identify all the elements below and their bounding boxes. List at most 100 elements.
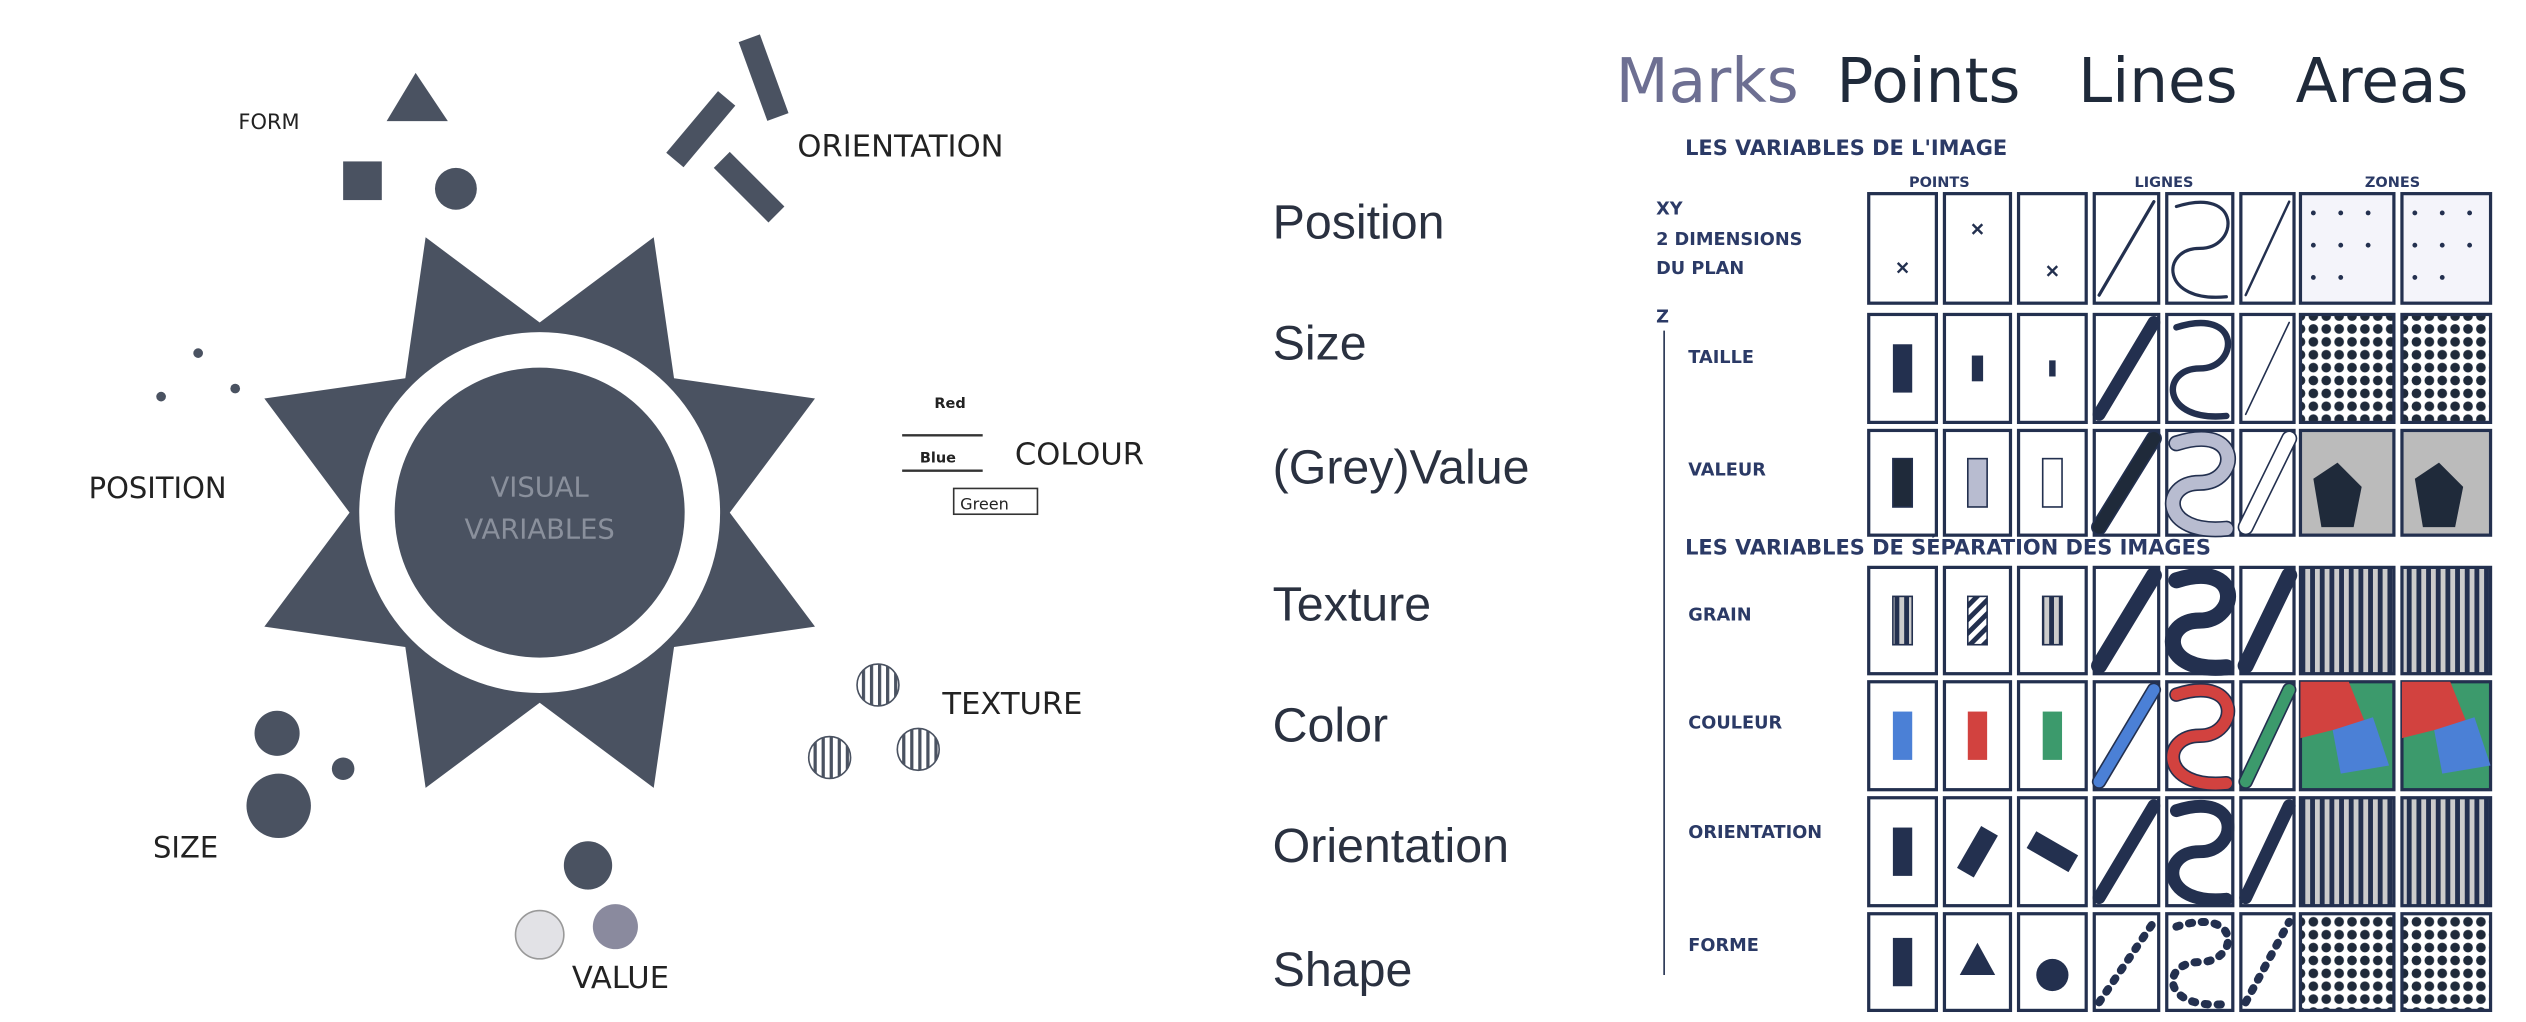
marks-heading: Marks xyxy=(1616,46,1799,117)
line-mark xyxy=(2092,432,2161,534)
visual-variables-wheel: VISUAL VARIABLES FORM ORIENTATION POSITI… xyxy=(89,34,1144,996)
point-mark xyxy=(1971,355,1984,382)
table-cell xyxy=(2016,912,2088,1013)
line-mark xyxy=(2092,316,2161,421)
point-mark xyxy=(1966,457,1988,508)
variable-labels: PositionSize(Grey)ValueTextureColorOrien… xyxy=(1273,196,1530,997)
point-mark xyxy=(1892,595,1914,646)
value-circle-dark xyxy=(563,841,613,890)
table-cell xyxy=(2400,312,2493,425)
line-mark xyxy=(2092,568,2161,673)
zone-point xyxy=(2412,242,2418,248)
table-cell xyxy=(2164,565,2236,676)
cell-frame xyxy=(2400,796,2493,908)
table-cell xyxy=(2016,192,2088,305)
orientation-bars-icon xyxy=(666,34,789,223)
table-cell xyxy=(1942,680,2013,792)
table-cell xyxy=(2298,428,2396,537)
table-cell xyxy=(2165,680,2236,792)
table-cell xyxy=(2016,796,2088,908)
table-cell xyxy=(2400,796,2493,908)
line-mark xyxy=(2168,917,2233,1009)
line-mark xyxy=(2093,684,2160,788)
row-label: COULEUR xyxy=(1688,713,1782,733)
table-cell xyxy=(1867,796,1938,908)
triangle-icon xyxy=(386,72,448,122)
table-cell xyxy=(2298,312,2396,425)
point-mark xyxy=(1892,344,1913,393)
cell-frame xyxy=(2298,192,2396,305)
form-label: FORM xyxy=(238,110,299,134)
line-mark xyxy=(2171,200,2230,299)
texture-label: TEXTURE xyxy=(941,687,1082,722)
col-zones-header: ZONES xyxy=(2365,175,2420,191)
line-mark xyxy=(2239,568,2296,673)
table-cell xyxy=(2091,428,2162,537)
square-icon xyxy=(343,161,382,201)
size-label: SIZE xyxy=(153,830,218,864)
table-cell xyxy=(2238,680,2297,792)
oriented-bar xyxy=(2026,831,2079,873)
line-mark xyxy=(2166,432,2235,536)
lines-heading: Lines xyxy=(2078,46,2237,117)
size-circle-icon xyxy=(331,757,355,781)
position-label: POSITION xyxy=(89,471,227,505)
zone-point xyxy=(2439,210,2445,216)
cell-frame xyxy=(2400,312,2493,425)
table-cell xyxy=(1942,912,2013,1013)
cell-frame xyxy=(2400,912,2493,1013)
point-mark xyxy=(1966,595,1988,646)
table-cell xyxy=(2165,192,2235,305)
zone-point xyxy=(2439,242,2445,248)
zone-point xyxy=(2338,242,2344,248)
table-cell xyxy=(2298,912,2396,1013)
table-cell xyxy=(2092,796,2161,908)
value-label: VALUE xyxy=(572,961,669,996)
zone-point xyxy=(2338,210,2344,216)
line-mark xyxy=(2168,801,2233,905)
cell-frame xyxy=(2016,192,2088,305)
table-cell xyxy=(2239,912,2296,1013)
zone-point xyxy=(2365,210,2371,216)
triangle-mark xyxy=(1959,942,1996,975)
zone-point xyxy=(2310,274,2316,280)
circle-icon xyxy=(434,167,477,210)
table-cell xyxy=(2298,192,2396,305)
table-cell xyxy=(2092,192,2161,305)
row-label: ORIENTATION xyxy=(1688,823,1822,843)
table-cell xyxy=(2239,796,2296,908)
point-mark xyxy=(1892,827,1913,876)
value-circle-mid xyxy=(592,904,638,950)
center-text-line2: VARIABLES xyxy=(465,514,615,545)
table-cell xyxy=(1867,680,1938,792)
line-mark xyxy=(2240,684,2295,788)
table-cell xyxy=(2400,428,2493,537)
circle-mark xyxy=(2036,958,2069,992)
table-cell xyxy=(2091,680,2162,792)
zone-point xyxy=(2310,242,2316,248)
table-cell xyxy=(1942,312,2013,425)
cell-frame xyxy=(2016,312,2088,425)
table-cell xyxy=(2298,680,2396,792)
colour-label: COLOUR xyxy=(1015,437,1144,472)
table-cell xyxy=(2016,428,2088,537)
points-heading: Points xyxy=(1837,46,2021,117)
table-cell xyxy=(2237,565,2298,676)
table-cell xyxy=(1867,312,1938,425)
zone-point xyxy=(2338,274,2344,280)
texture-circle-icon xyxy=(896,727,941,772)
zone-red xyxy=(2401,681,2467,739)
table-cell xyxy=(2400,192,2493,305)
texture-circle-icon xyxy=(807,735,852,780)
point-mark xyxy=(1967,711,1988,760)
cell-frame xyxy=(1867,192,1938,305)
line-mark xyxy=(2239,432,2296,534)
table-cell xyxy=(2400,680,2493,792)
value-circle-light xyxy=(514,909,565,960)
table-cell xyxy=(2237,428,2298,537)
bertin-table: LES VARIABLES DE L'IMAGE POINTS LIGNES Z… xyxy=(1656,136,2493,1013)
table-cell xyxy=(2165,796,2235,908)
line-mark xyxy=(2240,800,2295,903)
image-variables-title: LES VARIABLES DE L'IMAGE xyxy=(1685,136,2007,160)
variable-label: Size xyxy=(1273,317,1367,371)
